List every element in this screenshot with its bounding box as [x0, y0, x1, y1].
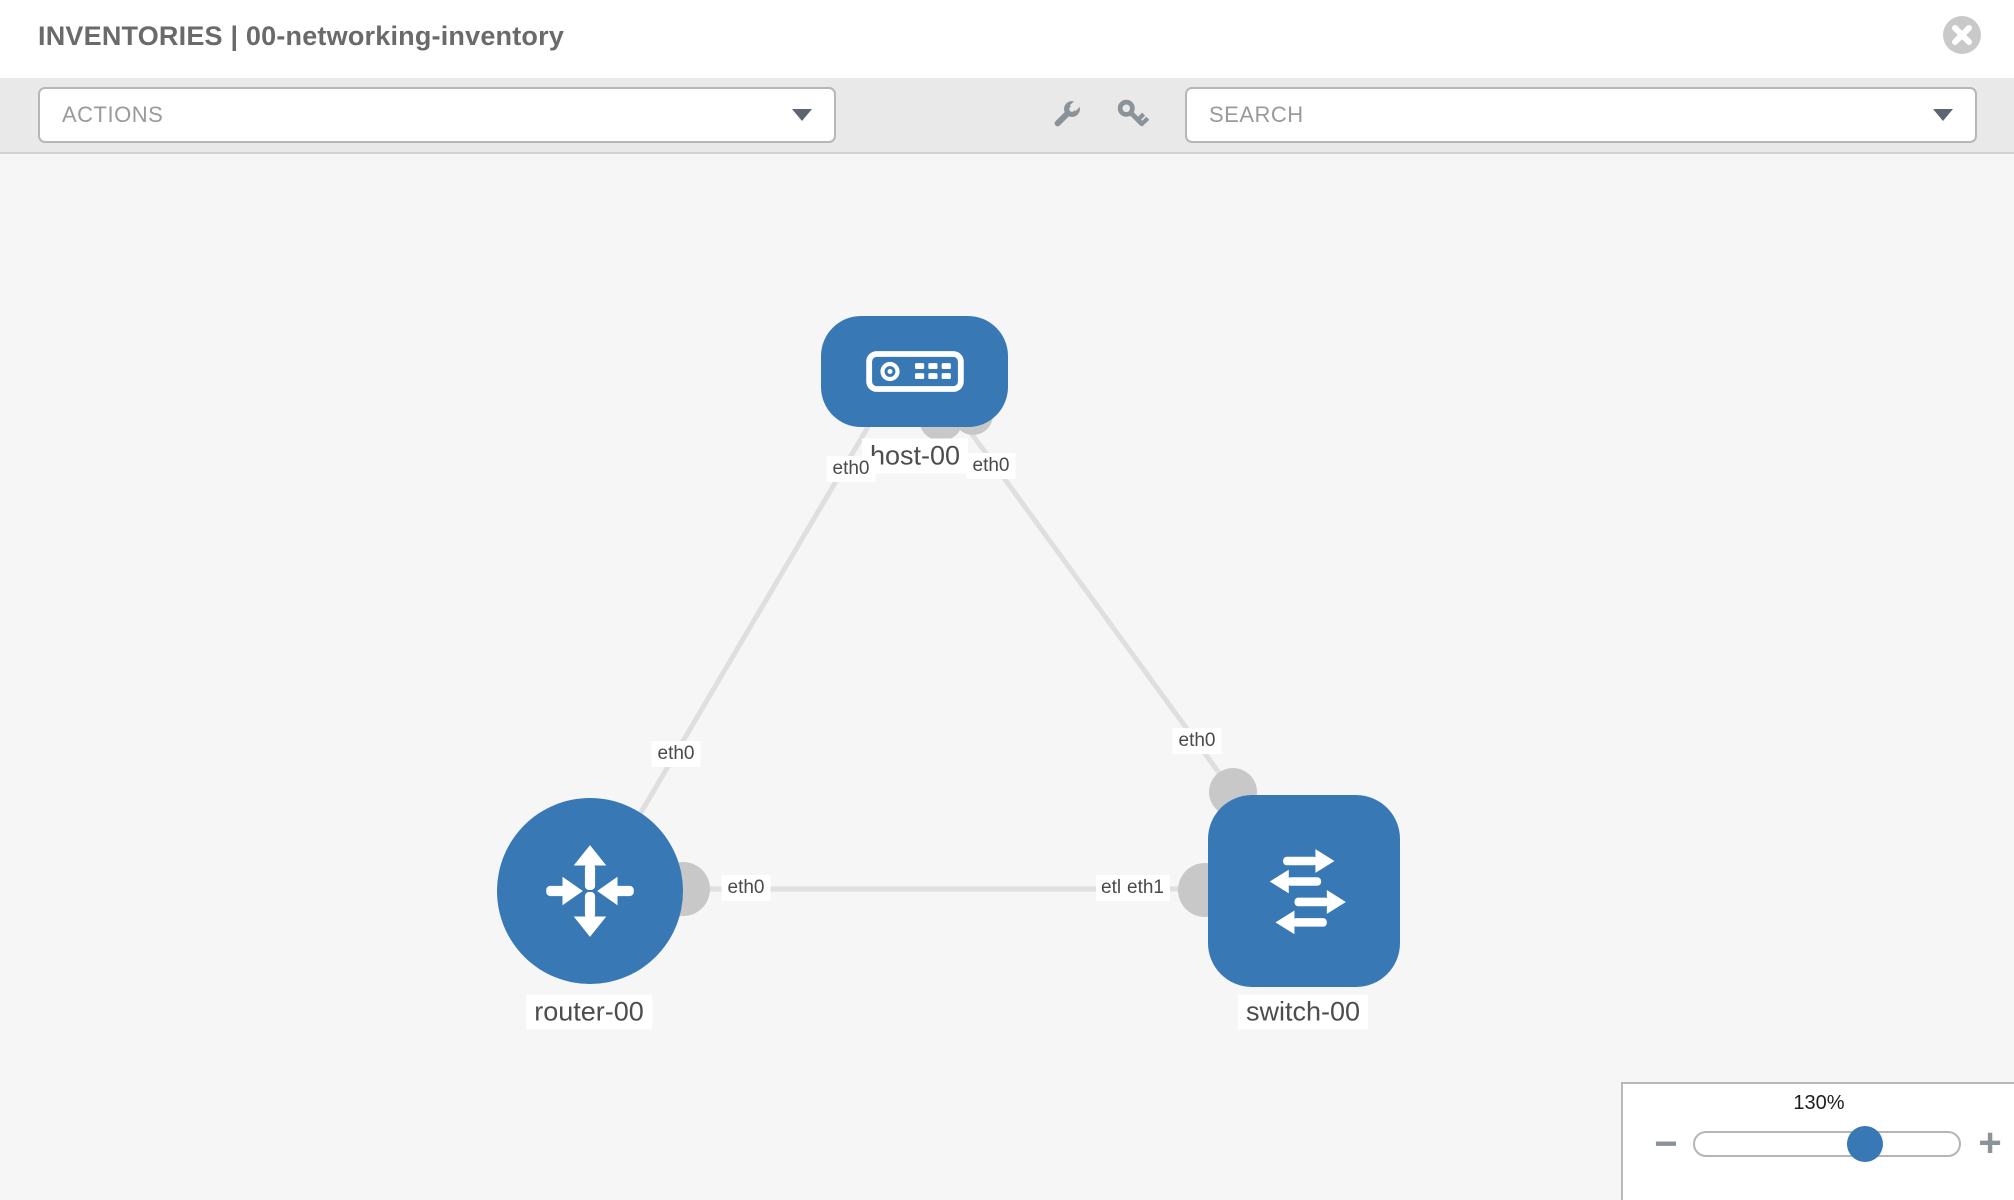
toolbar: ACTIONS [0, 78, 2014, 154]
node-switch-00[interactable] [1208, 795, 1400, 987]
key-icon [1117, 99, 1150, 127]
search-placeholder: SEARCH [1209, 102, 1304, 127]
actions-dropdown-label: ACTIONS [62, 102, 164, 127]
node-label-host: host-00 [861, 438, 969, 474]
tools-button[interactable] [1048, 97, 1084, 133]
node-router-00[interactable] [497, 798, 683, 984]
node-host-00[interactable] [821, 316, 1008, 427]
topology-links-layer [597, 395, 1257, 917]
actions-dropdown[interactable]: ACTIONS [38, 87, 836, 143]
interface-label: eth0 [721, 875, 771, 901]
zoom-out-button[interactable]: − [1645, 1123, 1687, 1165]
wrench-icon [1054, 99, 1082, 127]
close-circle-icon [1943, 16, 1981, 54]
interface-label: eth0 [1172, 728, 1222, 754]
caret-down-icon [1933, 109, 1953, 121]
credentials-button[interactable] [1115, 97, 1151, 133]
caret-down-icon [792, 109, 812, 121]
interface-label: eth1 [1121, 875, 1170, 901]
zoom-in-button[interactable]: + [1969, 1122, 2011, 1164]
switch-icon [1269, 849, 1346, 935]
interface-label: eth0 [966, 453, 1016, 479]
topology-canvas[interactable]: host-00 router-00 switch-00 eth0 eth0 et… [0, 154, 2014, 1200]
host-icon [865, 351, 964, 392]
node-label-router: router-00 [526, 994, 652, 1030]
link-host-router [597, 413, 878, 884]
interface-label: eth0 [651, 741, 701, 767]
header: INVENTORIES | 00-networking-inventory [0, 0, 2014, 78]
close-button[interactable] [1942, 15, 1982, 55]
zoom-slider-knob[interactable] [1847, 1126, 1883, 1162]
zoom-slider-track[interactable] [1693, 1131, 1961, 1157]
interface-label: eth0 [826, 456, 876, 482]
zoom-panel: 130% − + [1621, 1082, 2014, 1200]
zoom-level-label: 130% [1793, 1092, 1845, 1114]
router-icon [546, 845, 634, 937]
page-title: INVENTORIES | 00-networking-inventory [38, 21, 565, 51]
node-label-switch: switch-00 [1237, 994, 1369, 1030]
search-dropdown[interactable]: SEARCH [1185, 87, 1977, 143]
